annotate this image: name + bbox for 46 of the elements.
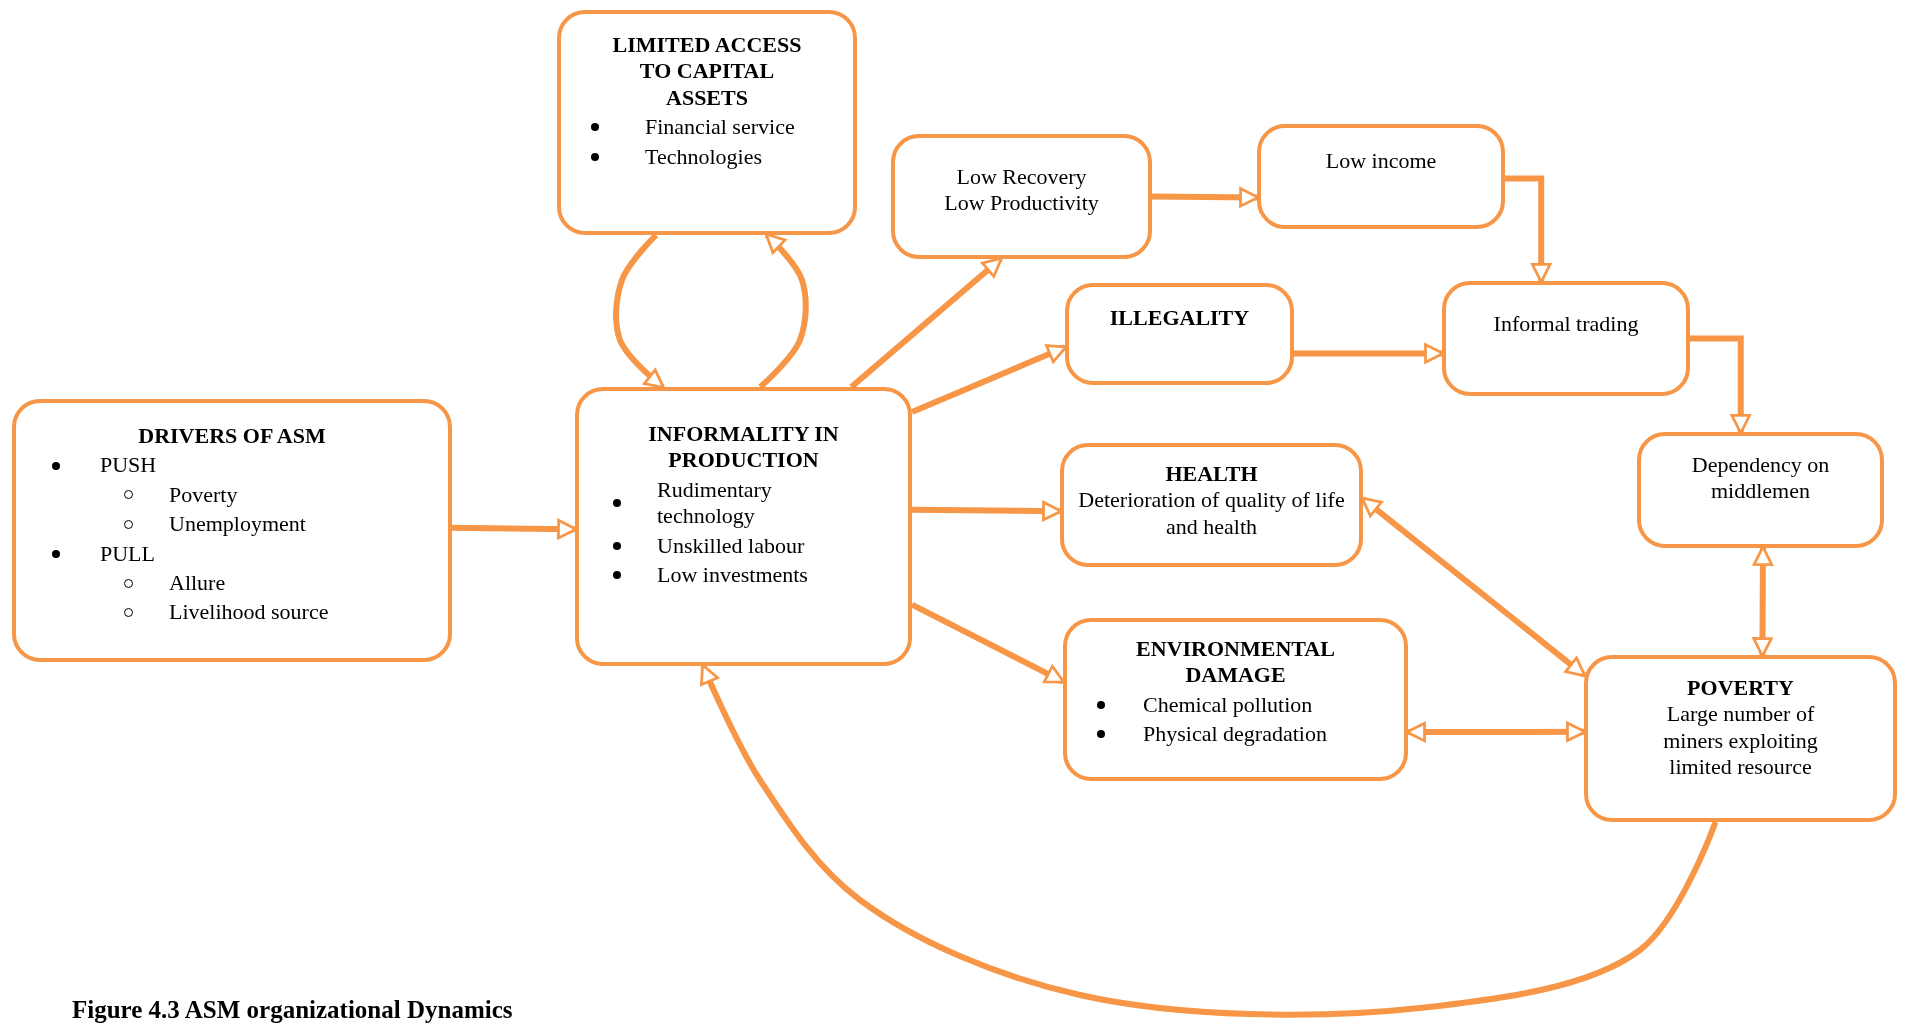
- process-box: [1257, 124, 1505, 229]
- list-item-text: PUSH: [100, 452, 157, 479]
- list-item-text: Chemical pollution: [1143, 691, 1313, 719]
- node-text: Dependency on middlemen: [1690, 452, 1831, 505]
- figure-caption: Figure 4.3 ASM organizational Dynamics: [72, 996, 513, 1024]
- node-heading: ENVIRONMENTAL DAMAGE: [1135, 636, 1336, 689]
- node-heading: POVERTY: [1687, 675, 1794, 702]
- arrow: [758, 232, 809, 390]
- arrow: [613, 232, 665, 390]
- process-box: [1063, 618, 1408, 781]
- process-box: [1637, 432, 1884, 548]
- list-item-text: Poverty: [169, 481, 238, 509]
- process-box: [12, 399, 452, 662]
- list-item-text: Livelihood source: [169, 599, 329, 626]
- process-box: [1584, 655, 1897, 822]
- arrow: [700, 663, 1719, 1018]
- arrow: [1690, 335, 1751, 435]
- node-heading: DRIVERS OF ASM: [138, 423, 326, 450]
- node-text: Low Productivity: [944, 190, 1099, 217]
- process-box: [557, 10, 857, 235]
- node-text: Large number of miners exploiting limited resource: [1662, 701, 1819, 781]
- node-heading: INFORMALITY IN PRODUCTION: [647, 421, 840, 474]
- list-item-text: Financial service: [645, 114, 795, 141]
- arrow: [1752, 545, 1774, 658]
- process-box: [575, 387, 912, 666]
- node-text: Low Recovery: [956, 164, 1087, 191]
- node-text: Informal trading: [1493, 311, 1639, 338]
- list-item-text: PULL: [100, 540, 155, 567]
- node-text: Low income: [1325, 148, 1437, 175]
- process-box: [1060, 443, 1363, 567]
- list-item-text: Technologies: [645, 143, 762, 170]
- process-box: [1442, 281, 1690, 396]
- process-box: [1065, 283, 1294, 385]
- node-heading: HEALTH: [1165, 461, 1258, 488]
- list-item-text: Low investments: [657, 561, 808, 589]
- list-item-text: Unskilled labour: [657, 532, 805, 559]
- list-item-text: Rudimentary technology: [657, 476, 773, 530]
- list-item-text: Unemployment: [169, 511, 306, 538]
- node-heading: LIMITED ACCESS TO CAPITAL ASSETS: [611, 32, 803, 112]
- arrow: [849, 256, 1003, 390]
- list-item-text: Physical degradation: [1143, 721, 1327, 748]
- process-box: [891, 134, 1152, 259]
- list-item-text: Allure: [169, 569, 226, 597]
- node-text: Deterioration of quality of life and health: [1077, 487, 1346, 541]
- node-heading: ILLEGALITY: [1109, 305, 1250, 332]
- arrow: [1505, 175, 1552, 284]
